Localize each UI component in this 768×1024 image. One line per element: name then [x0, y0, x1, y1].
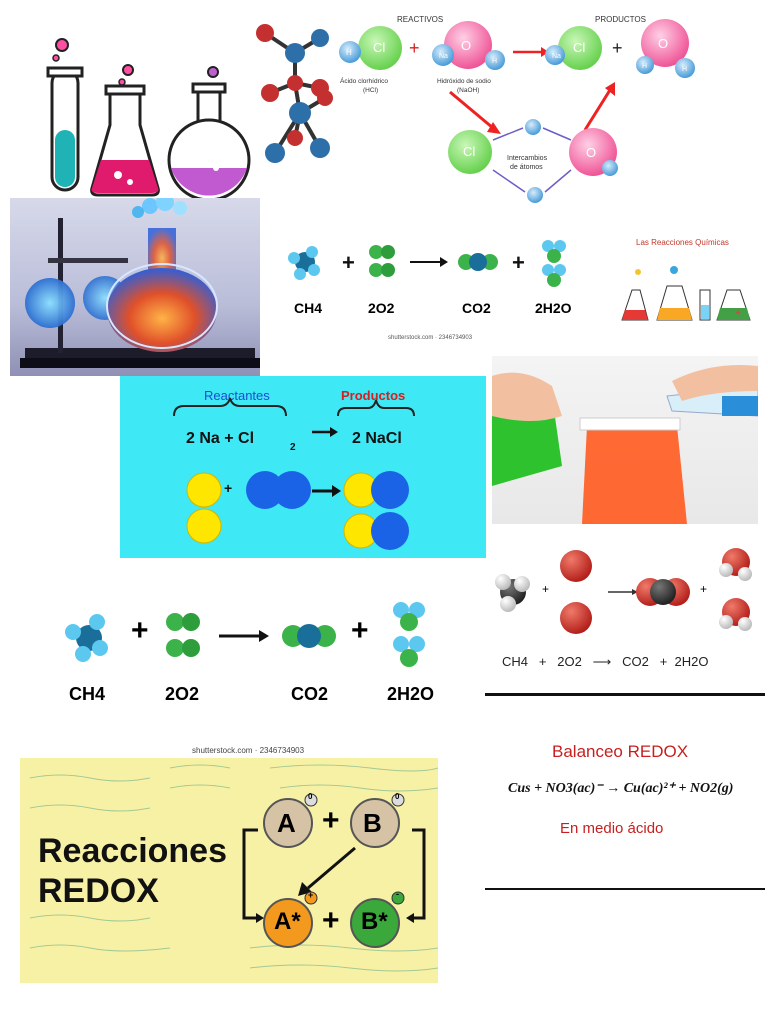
ch4-label: CH4	[294, 300, 323, 316]
labware-illustration	[30, 10, 260, 202]
svg-text:H: H	[346, 48, 352, 57]
balanceo-equation: Cus + NO3(ac)⁻ → Cu(ac)²⁺ + NO2(g)	[508, 781, 734, 796]
combustion-equation-mid: + + CH4 2O2 CO2 2H2O	[55, 596, 445, 716]
credit-mid: shutterstock.com · 2346734903	[192, 746, 305, 755]
base-formula: (NaOH)	[457, 87, 479, 94]
credit-top: shutterstock.com · 2346734903	[388, 335, 473, 341]
plus-top: +	[322, 804, 340, 837]
svg-text:+: +	[735, 308, 741, 319]
svg-text:O: O	[461, 38, 471, 53]
acid-base-diagram: REACTIVOS PRODUCTOS Cl H Ácido clorhídri…	[335, 10, 705, 210]
plus-2: +	[351, 614, 369, 647]
redox-title-line1: Reacciones	[38, 832, 227, 870]
base-name: Hidróxido de sodio	[437, 78, 491, 85]
svg-text:O: O	[658, 36, 668, 51]
balanceo-medium: En medio ácido	[560, 820, 664, 837]
svg-text:Cl: Cl	[463, 144, 475, 159]
hydrogen-atom-icon	[339, 41, 361, 63]
reacciones-quimicas-thumb: Las Reacciones Químicas +	[612, 236, 762, 326]
h2o-label: 2H2O	[535, 300, 572, 316]
o2-label: 2O2	[368, 300, 395, 316]
productos-label: PRODUCTOS	[595, 15, 646, 24]
plus-3d-1: +	[542, 582, 550, 596]
atom-b-star: B*	[361, 908, 388, 935]
round-flask-icon	[167, 66, 251, 202]
co2-label-mid: CO2	[291, 684, 329, 704]
balanceo-title: Balanceo REDOX	[552, 742, 689, 761]
svg-text:Cl: Cl	[573, 40, 585, 55]
exchange-label-1: Intercambios	[507, 155, 548, 162]
nacl-equation-right: 2 NaCl	[352, 430, 402, 447]
atom-a: A	[277, 808, 296, 838]
divider-bottom	[485, 888, 765, 890]
combustion-equation-top: + + CH4 2O2 CO2 2H2O shutterstock.com · …	[280, 232, 600, 342]
plus-3d-2: +	[700, 582, 708, 596]
redox-title-line2: REDOX	[38, 872, 159, 910]
reacciones-redox-card: Reacciones REDOX A B A* B* + + 0 0 + -	[20, 758, 438, 983]
test-tube-icon	[46, 38, 84, 192]
productos-label: Productos	[341, 388, 406, 403]
svg-text:+: +	[342, 250, 355, 275]
o2-label-mid: 2O2	[165, 684, 200, 704]
nacl-reaction-panel: Reactantes Productos 2 Na + Cl 2 2 NaCl …	[120, 376, 486, 558]
combustion-3d-equation: CH4 + 2O2 ⟶ CO2 + 2H2O	[502, 654, 709, 669]
acid-formula: (HCl)	[363, 87, 378, 94]
svg-text:Na: Na	[552, 53, 561, 60]
pouring-photo	[492, 356, 758, 524]
chlorine-atom-icon	[358, 26, 402, 70]
svg-text:Na: Na	[439, 53, 448, 60]
atom-a-star: A*	[274, 908, 301, 935]
conical-flask-icon	[90, 64, 160, 197]
balanceo-redox-card: Balanceo REDOX Cus + NO3(ac)⁻ → Cu(ac)²⁺…	[488, 720, 764, 885]
charge-b: 0	[395, 792, 400, 801]
divider-top	[485, 693, 765, 696]
svg-text:H: H	[682, 66, 687, 73]
oxygen-atom-icon	[444, 21, 492, 69]
co2-label: CO2	[462, 300, 491, 316]
charge-a-star: +	[308, 890, 314, 900]
charge-a: 0	[308, 792, 313, 801]
combustion-3d: + + CH4 + 2O2 ⟶ CO2 + 2H2O	[488, 540, 760, 690]
atom-b: B	[363, 808, 382, 838]
h2o-label-mid: 2H2O	[387, 684, 435, 704]
cl2-subscript: 2	[290, 442, 296, 453]
thumb-title: Las Reacciones Químicas	[636, 238, 729, 247]
reactivos-label: REACTIVOS	[397, 15, 443, 24]
svg-text:O: O	[586, 145, 596, 160]
ch4-label-mid: CH4	[69, 684, 106, 704]
molecule-model	[245, 18, 345, 178]
svg-text:H: H	[642, 63, 647, 70]
svg-text:+: +	[409, 38, 420, 58]
plus-bottom: +	[322, 904, 340, 937]
charge-b-star: -	[396, 889, 399, 899]
svg-text:H: H	[492, 58, 497, 65]
reactantes-label: Reactantes	[204, 388, 270, 403]
lab-flask-photo	[10, 198, 260, 376]
nacl-equation-left: 2 Na + Cl	[186, 430, 255, 447]
atom-plus: +	[224, 480, 233, 496]
svg-text:+: +	[512, 250, 525, 275]
svg-text:Cl: Cl	[373, 40, 385, 55]
plus-1: +	[131, 614, 149, 647]
svg-text:+: +	[612, 38, 623, 58]
acid-name: Ácido clorhídrico	[340, 76, 388, 85]
exchange-label-2: de átomos	[510, 164, 543, 171]
